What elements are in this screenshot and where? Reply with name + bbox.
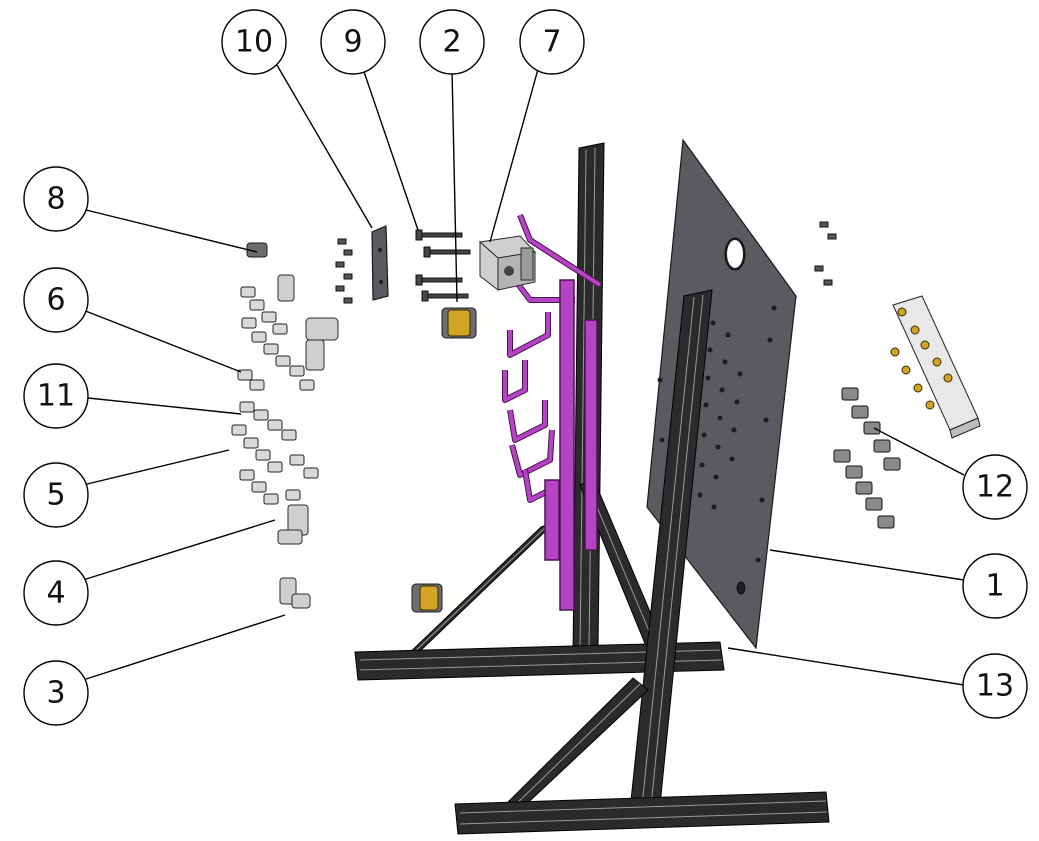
panel-holes — [657, 305, 777, 563]
svg-text:8: 8 — [46, 182, 65, 217]
svg-text:5: 5 — [46, 478, 65, 513]
callout-balloons: 10 9 2 7 8 6 11 5 4 3 12 — [23, 9, 1028, 726]
callout-1: 1 — [962, 553, 1028, 619]
bolts — [415, 229, 471, 302]
svg-text:1: 1 — [985, 569, 1004, 604]
svg-text:10: 10 — [235, 25, 273, 60]
brass-fittings — [411, 307, 477, 613]
svg-text:13: 13 — [976, 669, 1014, 704]
callout-13: 13 — [962, 653, 1028, 719]
svg-text:2: 2 — [442, 25, 461, 60]
callout-3: 3 — [23, 660, 89, 726]
callout-6: 6 — [23, 267, 89, 333]
leader-lines — [82, 59, 965, 686]
callout-11: 11 — [23, 363, 89, 429]
callout-8: 8 — [23, 166, 89, 232]
svg-text:3: 3 — [46, 676, 65, 711]
callout-4: 4 — [23, 560, 89, 626]
tubing-assembly — [502, 213, 602, 611]
callout-10: 10 — [221, 9, 287, 75]
callout-12: 12 — [962, 454, 1028, 520]
fitting-cluster — [231, 242, 339, 609]
small-screws — [335, 221, 837, 304]
nut-fittings — [833, 387, 901, 529]
svg-text:6: 6 — [46, 283, 65, 318]
svg-text:9: 9 — [343, 25, 362, 60]
svg-text:7: 7 — [542, 25, 561, 60]
svg-text:12: 12 — [976, 470, 1014, 505]
flowmeter-block — [890, 295, 981, 439]
callout-7: 7 — [519, 9, 585, 75]
callout-5: 5 — [23, 462, 89, 528]
bracket-plate — [371, 225, 389, 301]
svg-text:4: 4 — [46, 576, 65, 611]
pump-unit — [478, 235, 537, 292]
callout-9: 9 — [320, 9, 386, 75]
callout-2: 2 — [419, 9, 485, 75]
svg-text:11: 11 — [37, 379, 75, 414]
